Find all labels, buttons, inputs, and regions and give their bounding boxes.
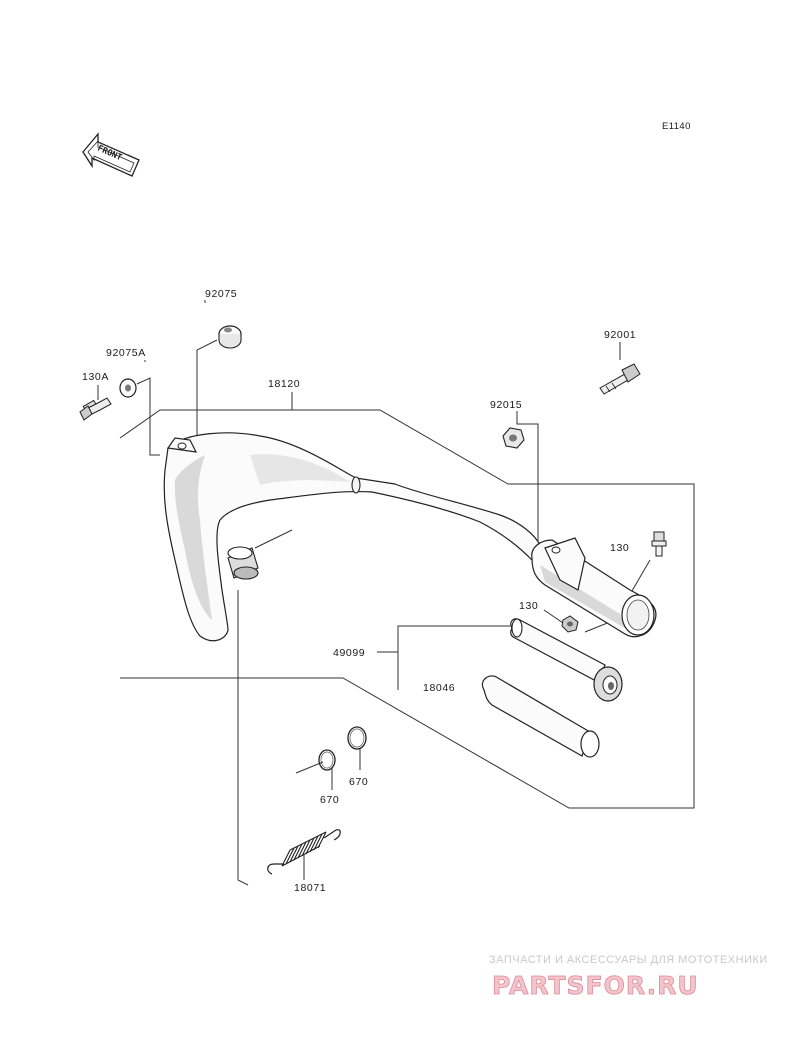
watermark: ЗАПЧАСТИ И АКСЕССУАРЫ ДЛЯ МОТОТЕХНИКИ PA… — [489, 954, 768, 1000]
part-92075-damper — [218, 325, 242, 349]
part-130A-bolt — [79, 397, 112, 421]
part-130-bolt-mid — [561, 615, 579, 633]
part-92075A-damper — [119, 378, 137, 398]
label-670-b: 670 — [349, 776, 368, 788]
part-silencer-body — [531, 537, 657, 638]
part-18071-spring — [267, 829, 341, 875]
label-18046: 18046 — [423, 682, 455, 694]
label-670-a: 670 — [320, 794, 339, 806]
label-92075A: 92075A — [106, 347, 146, 359]
part-18120-exhaust-pipe — [163, 432, 541, 642]
part-130-bolt-top — [651, 531, 667, 557]
leader-670-a — [295, 761, 324, 774]
label-92075: 92075 — [205, 288, 237, 300]
watermark-subtitle: ЗАПЧАСТИ И АКСЕССУАРЫ ДЛЯ МОТОТЕХНИКИ — [489, 954, 768, 966]
leader-49099 — [377, 625, 510, 653]
leader-18071 — [237, 590, 249, 886]
label-130-top: 130 — [610, 542, 629, 554]
label-130A: 130A — [82, 371, 109, 383]
part-670-oring-a — [318, 749, 336, 771]
leader-pipe-socket — [254, 529, 293, 549]
label-18120: 18120 — [268, 378, 300, 390]
part-92015-nut — [502, 427, 525, 449]
part-49099-inner-assembly — [510, 618, 623, 702]
bracket-18120 — [119, 409, 695, 809]
leader-92015 — [516, 411, 539, 547]
pipe-spring-socket — [227, 546, 259, 580]
watermark-brand: PARTSFOR.RU — [492, 971, 699, 1000]
front-arrow-icon: FRONT — [82, 132, 140, 177]
label-92001: 92001 — [604, 329, 636, 341]
part-18046-packing — [481, 675, 600, 758]
part-670-oring-b — [347, 726, 367, 750]
diagram-code: E1140 — [662, 121, 691, 132]
label-49099: 49099 — [333, 647, 365, 659]
label-92015: 92015 — [490, 399, 522, 411]
part-92001-bolt — [599, 363, 641, 395]
leader-92075A — [136, 377, 160, 456]
label-130-mid: 130 — [519, 600, 538, 612]
label-18071: 18071 — [294, 882, 326, 894]
